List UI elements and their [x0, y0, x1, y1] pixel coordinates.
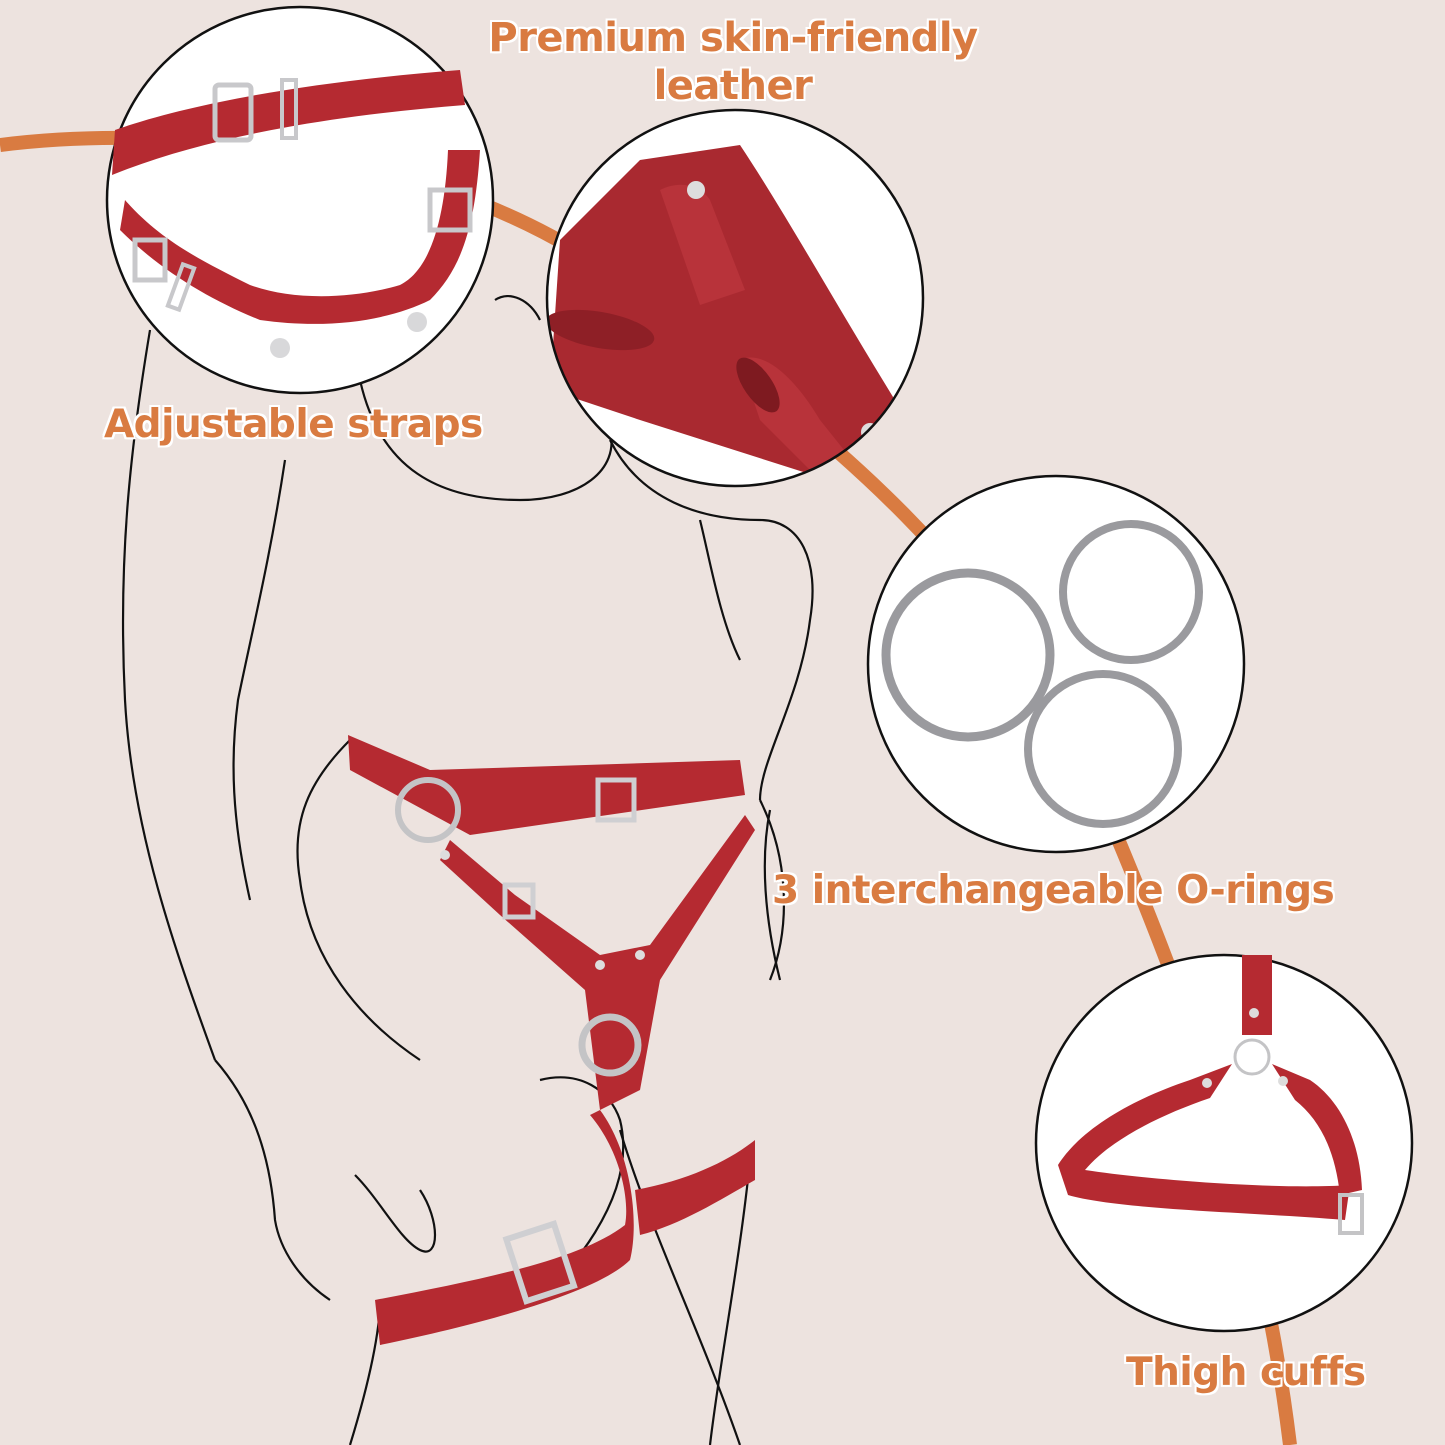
orings-detail — [866, 474, 1246, 854]
label-orings: 3 interchangeable O-rings — [772, 868, 1335, 913]
label-premium-leather: Premium skin-friendly leather — [488, 14, 978, 110]
adjustable-straps-detail — [105, 5, 495, 395]
label-premium-line2: leather — [653, 63, 813, 109]
leather-detail — [545, 108, 925, 488]
label-premium-line1: Premium skin-friendly — [488, 15, 978, 61]
harness-on-figure — [348, 735, 755, 1345]
body-outline-figure — [121, 294, 814, 1445]
thigh-cuff-detail — [1034, 953, 1414, 1333]
label-thigh-cuffs: Thigh cuffs — [1126, 1350, 1366, 1395]
label-adjustable-straps: Adjustable straps — [104, 402, 483, 447]
